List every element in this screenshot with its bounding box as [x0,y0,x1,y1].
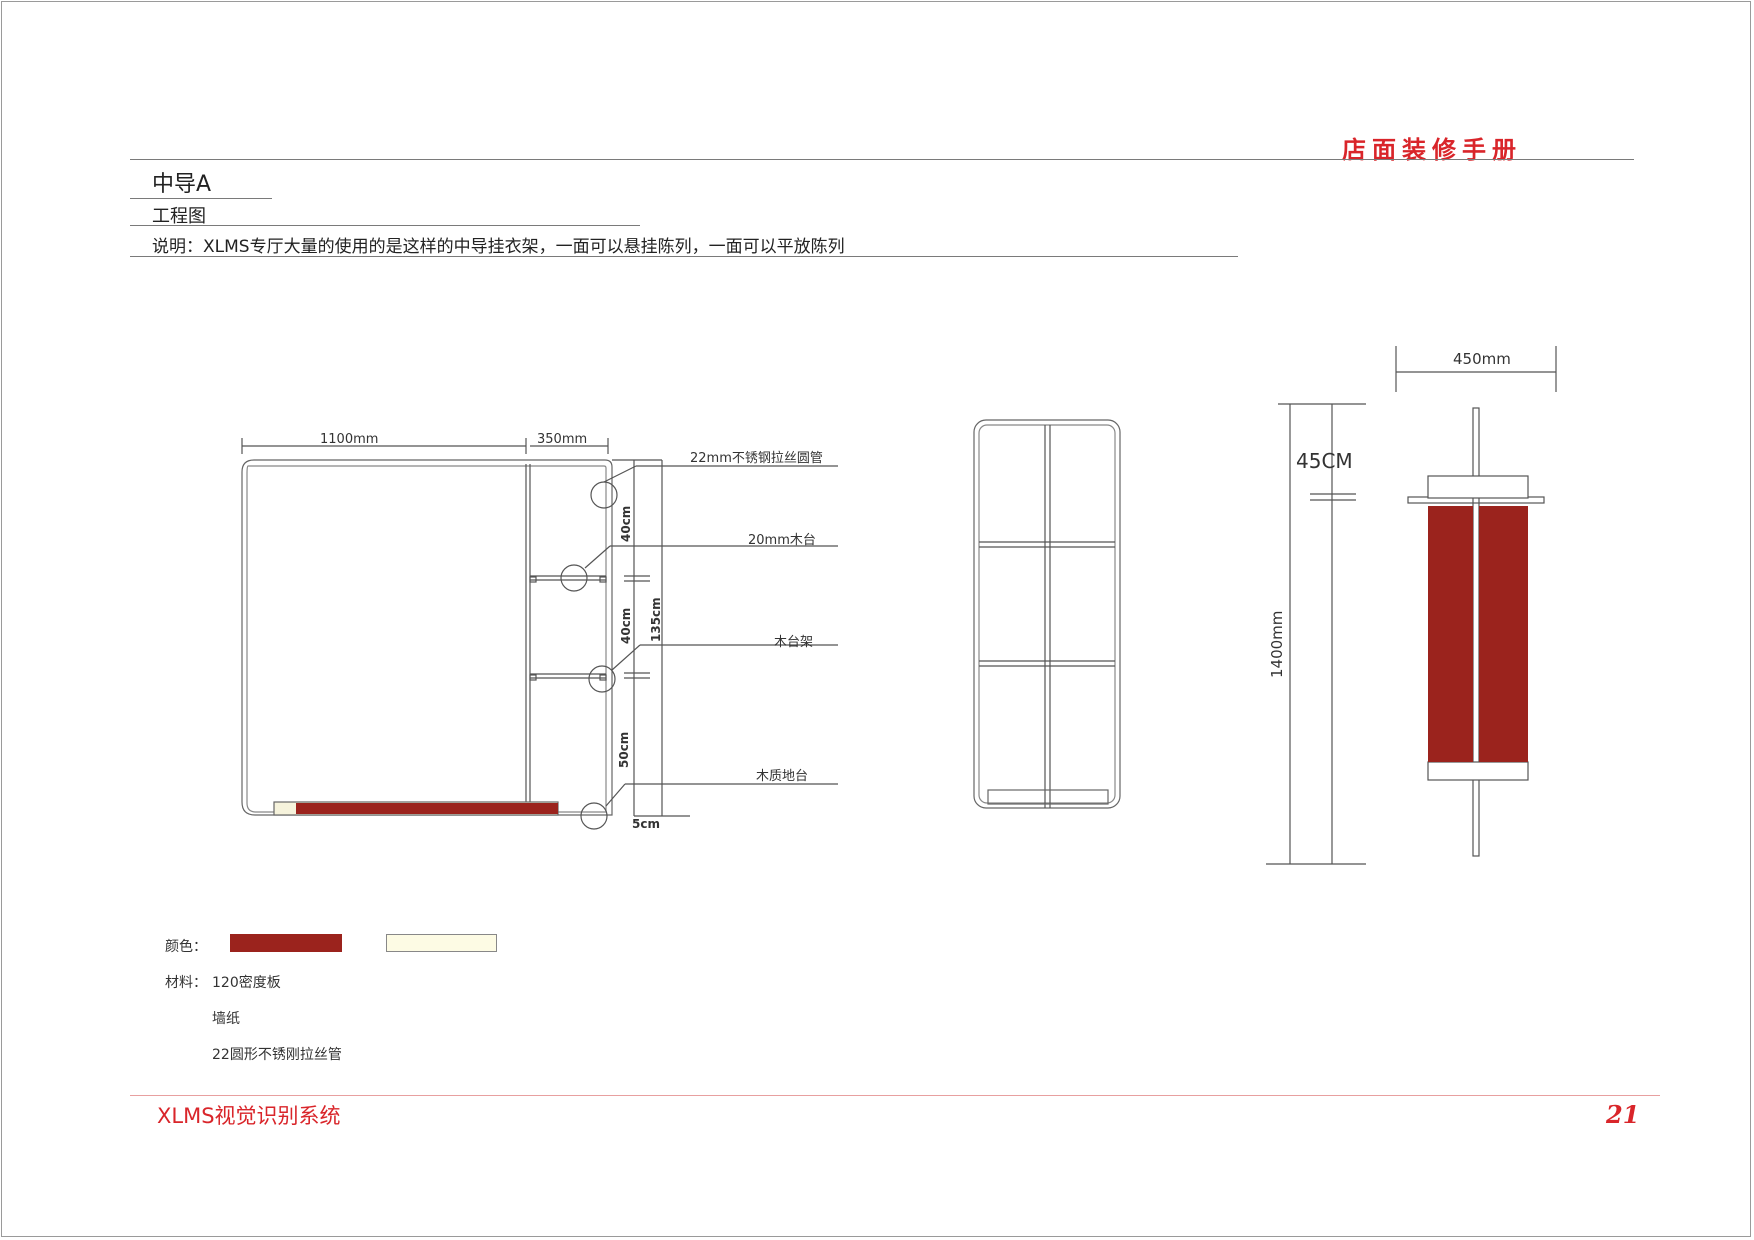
front-elevation [241,438,838,830]
dim-shelf-bottom: 50cm [617,732,631,768]
material-item: 120密度板 [212,975,281,991]
header-rule [130,159,1634,160]
callout-base: 木质地台 [756,769,808,784]
dim-base: 5cm [632,817,660,831]
dim-shelf-top: 40cm [619,506,633,542]
description-rule [130,256,1238,257]
description-text: 说明：XLMS专厅大量的使用的是这样的中导挂衣架，一面可以悬挂陈列，一面可以平放… [152,237,845,257]
callout-tube: 22mm不锈钢拉丝圆管 [690,451,823,466]
color-swatch-red [230,934,342,952]
footer-rule [130,1095,1660,1096]
dim-width-side: 350mm [537,432,587,447]
subtitle-rule [130,225,640,226]
page-number: 21 [1606,1100,1640,1129]
dim-top-width: 450mm [1453,350,1511,368]
color-swatch-cream [386,934,497,952]
dim-total-height: 135cm [649,597,663,642]
side-elevation [973,419,1121,809]
section-title: 中导A [152,172,212,197]
dim-shelf-mid: 40cm [619,608,633,644]
footer-system-name: XLMS视觉识别系统 [157,1104,341,1128]
dim-height: 1400mm [1268,611,1286,678]
material-label: 材料： [165,975,207,991]
material-item: 22圆形不锈刚拉丝管 [212,1047,342,1063]
sub-title: 工程图 [152,206,206,227]
color-label: 颜色： [165,939,207,955]
dim-depth: 45CM [1296,449,1353,473]
dim-width-main: 1100mm [320,432,378,447]
callout-shelf-frame: 木台架 [774,635,813,650]
material-item: 墙纸 [212,1011,240,1027]
title-rule [130,198,272,199]
callout-board: 20mm木台 [748,533,816,548]
